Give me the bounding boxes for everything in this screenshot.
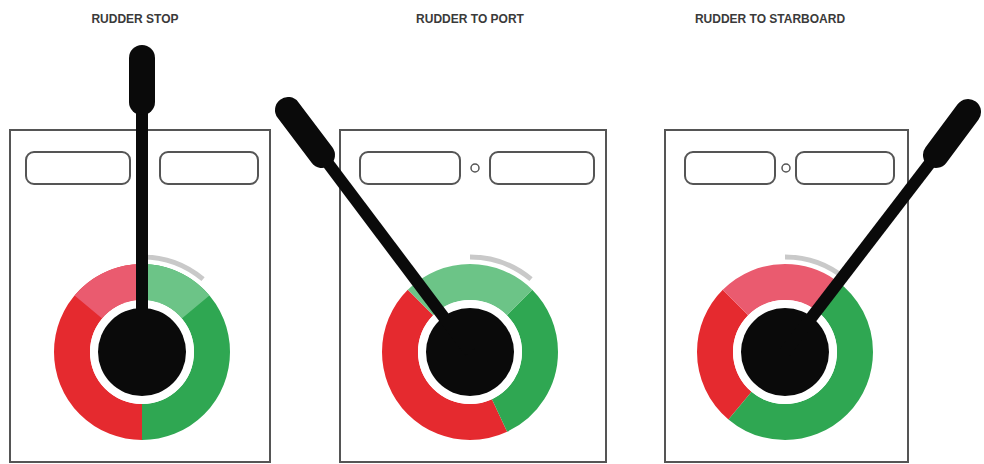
panel-title: RUDDER TO STARBOARD — [695, 12, 845, 26]
panel-title: RUDDER STOP — [91, 12, 178, 26]
panel-title: RUDDER TO PORT — [416, 12, 524, 26]
control-panel — [288, 110, 606, 462]
control-panel — [665, 112, 968, 462]
control-panel — [10, 58, 270, 462]
